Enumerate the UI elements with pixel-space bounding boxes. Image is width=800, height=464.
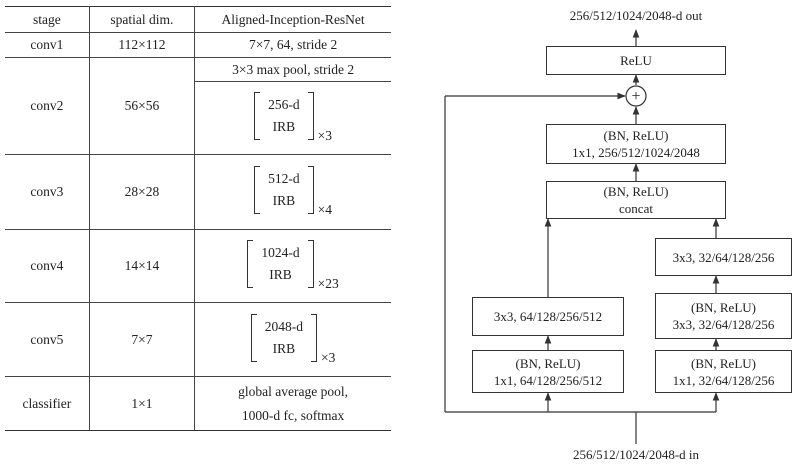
left-bracket <box>254 92 261 140</box>
left-conv3-box: 3x3, 64/128/256/512 <box>472 297 624 336</box>
spec-cell: global average pool, 1000-d fc, softmax <box>194 376 391 431</box>
output-label: 256/512/1024/2048-d out <box>569 8 703 23</box>
block-type: IRB <box>272 193 296 208</box>
architecture-table: stage spatial dim. Aligned-Inception-Res… <box>5 6 391 431</box>
block-width: 512-d <box>268 171 300 186</box>
dim-cell: 112×112 <box>88 32 196 58</box>
right-bracket <box>307 166 314 214</box>
spec-line: 1000-d fc, softmax <box>241 407 345 423</box>
stage-cell: conv3 <box>5 154 90 230</box>
right-bracket <box>311 313 318 362</box>
box-label: 1x1, 32/64/128/256 <box>672 372 775 388</box>
header-architecture: Aligned-Inception-ResNet <box>194 6 391 33</box>
block-width: 2048-d <box>264 318 304 334</box>
box-label: 3x3, 32/64/128/256 <box>672 317 775 332</box>
block-type: IRB <box>272 340 296 356</box>
right-conv3a-box: (BN, ReLU) 3x3, 32/64/128/256 <box>655 293 792 339</box>
left-bracket <box>254 166 261 214</box>
block-width: 1024-d <box>261 245 300 260</box>
box-label: (BN, ReLU) <box>515 355 581 371</box>
right-conv3b-box: 3x3, 32/64/128/256 <box>655 238 792 276</box>
dim-cell: 1×1 <box>88 376 196 431</box>
repeat-count: ×3 <box>317 128 333 143</box>
right-bracket <box>307 240 314 288</box>
block-type: IRB <box>272 119 296 134</box>
box-label: ReLU <box>620 53 652 68</box>
box-label: (BN, ReLU) <box>691 300 756 315</box>
dim-cell: 56×56 <box>88 57 196 155</box>
block-type: IRB <box>269 267 292 282</box>
dim-cell: 28×28 <box>88 154 196 230</box>
repeat-count: ×3 <box>321 349 336 365</box>
add-node <box>625 85 647 107</box>
left-bracket <box>250 313 257 362</box>
block-width: 256-d <box>268 97 300 112</box>
concat-box: (BN, ReLU) concat <box>546 181 726 219</box>
box-label: 1x1, 256/512/1024/2048 <box>572 145 700 160</box>
repeat-count: ×4 <box>317 202 333 217</box>
box-label: concat <box>619 201 653 216</box>
repeat-count: ×23 <box>317 276 339 291</box>
left-conv1-box: (BN, ReLU) 1x1, 64/128/256/512 <box>472 350 624 393</box>
left-bracket <box>247 240 254 288</box>
spec-line: global average pool, <box>238 383 348 399</box>
stage-cell: conv2 <box>5 57 90 155</box>
table-row: conv1 112×112 7×7, 64, stride 2 <box>5 32 391 58</box>
box-label: (BN, ReLU) <box>603 128 669 143</box>
box-label: (BN, ReLU) <box>691 355 756 371</box>
stage-cell: conv4 <box>5 229 90 303</box>
input-label: 256/512/1024/2048-d in <box>572 447 700 462</box>
right-bracket <box>307 92 314 140</box>
box-label: 3x3, 64/128/256/512 <box>493 309 603 324</box>
table-row: classifier 1×1 global average pool, 1000-… <box>5 376 391 431</box>
dim-cell: 7×7 <box>88 302 196 377</box>
header-stage: stage <box>5 6 90 33</box>
box-label: 3x3, 32/64/128/256 <box>672 249 775 265</box>
box-label: 1x1, 64/128/256/512 <box>493 372 603 388</box>
stage-cell: classifier <box>5 376 90 431</box>
right-conv1-box: (BN, ReLU) 1x1, 32/64/128/256 <box>655 350 792 393</box>
final-conv-box: (BN, ReLU) 1x1, 256/512/1024/2048 <box>546 124 726 164</box>
relu-box: ReLU <box>546 46 726 75</box>
box-label: (BN, ReLU) <box>603 184 669 199</box>
header-spatial-dim: spatial dim. <box>88 6 196 33</box>
table-header-row: stage spatial dim. Aligned-Inception-Res… <box>5 6 391 33</box>
add-symbol: + <box>631 88 640 105</box>
